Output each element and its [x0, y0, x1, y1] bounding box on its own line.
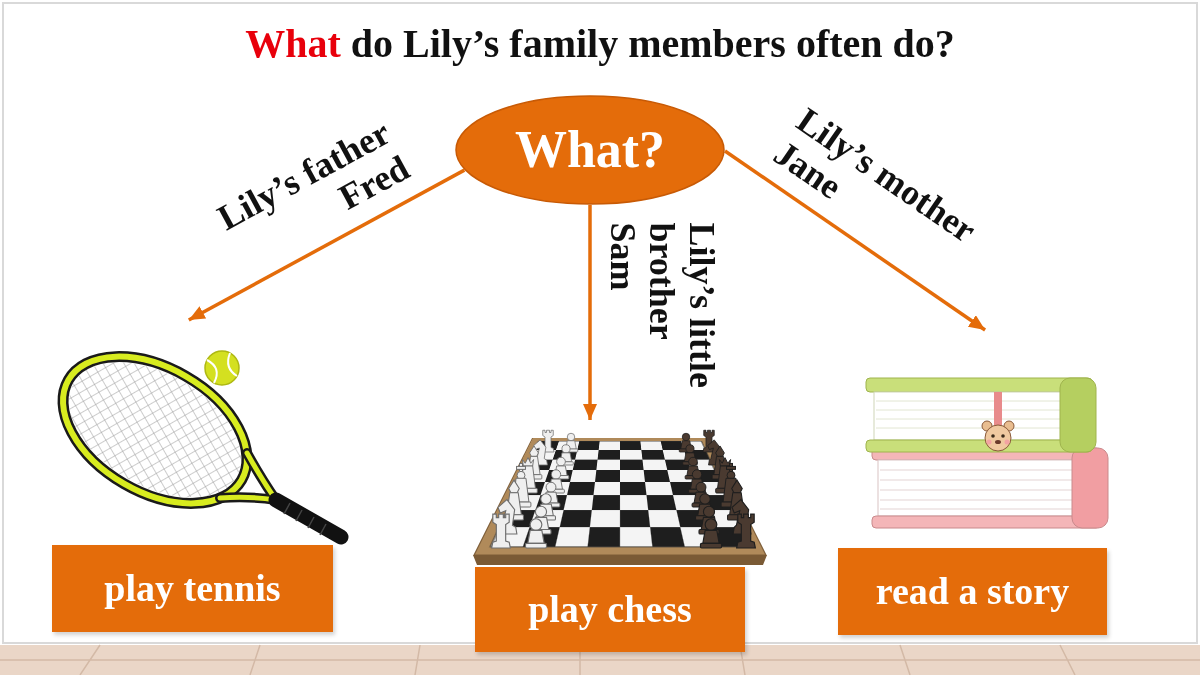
activity-label: play tennis [104, 568, 280, 610]
bear-cheek [1005, 440, 1010, 445]
edge-label: Lily’s little brother Sam [602, 222, 721, 402]
white-pieces [492, 430, 578, 548]
page-lines [880, 470, 1076, 509]
chess-piece [492, 514, 511, 548]
chess-piece [737, 514, 756, 548]
bookmark-ribbon [994, 392, 1002, 426]
racket-throat-outline [220, 453, 276, 500]
racket-frame [37, 326, 272, 533]
green-book-spine [1060, 378, 1096, 452]
chess-piece [700, 519, 721, 548]
books [866, 378, 1108, 528]
activity-node: play chess [440, 420, 805, 655]
bear-eye [1001, 434, 1005, 438]
ball [205, 351, 239, 385]
activity-node: read a story [835, 330, 1115, 638]
ellipse-node: What? [455, 95, 725, 205]
bear-nose [995, 440, 1001, 444]
connector-arrow [588, 205, 592, 420]
board-edge [473, 555, 767, 565]
racket-grip-lines [284, 503, 326, 535]
edge-label: Lily’s father Fred [188, 114, 416, 287]
activity-label: play chess [528, 589, 692, 631]
tennis-ball [205, 351, 239, 385]
activity-box: play chess [475, 567, 745, 652]
page-lines [876, 401, 1068, 428]
activity-box: read a story [838, 548, 1107, 635]
activity-box: play tennis [52, 545, 333, 632]
pink-book-spine [1072, 448, 1108, 528]
pink-book-pages [878, 460, 1078, 516]
board-frame [473, 438, 767, 555]
dark-pieces [679, 430, 755, 548]
chess-piece [525, 519, 546, 548]
racket-handle [276, 500, 341, 537]
racket-throat [220, 453, 276, 500]
bear-eye [991, 434, 995, 438]
green-book-pages [874, 392, 1070, 440]
green-book-cover [866, 378, 1092, 392]
green-book-cover [866, 440, 1092, 452]
tennis-racket [37, 326, 341, 537]
diagram-title: What do Lily’s family members often do? [0, 20, 1200, 68]
ellipse-shape [456, 96, 724, 204]
pink-book-cover [872, 516, 1100, 528]
ball-seam [207, 353, 237, 383]
bear-face [985, 425, 1011, 451]
racket-frame-outline [37, 326, 272, 533]
activity-label: read a story [876, 571, 1070, 613]
edge-label: Lily’s mother Jane [767, 100, 1002, 296]
ellipse-text-holder: What? [455, 95, 725, 205]
question-text: What? [515, 121, 665, 178]
page-frame [3, 3, 1197, 643]
bear-cheek [987, 440, 992, 445]
activity-node: play tennis [40, 320, 350, 635]
